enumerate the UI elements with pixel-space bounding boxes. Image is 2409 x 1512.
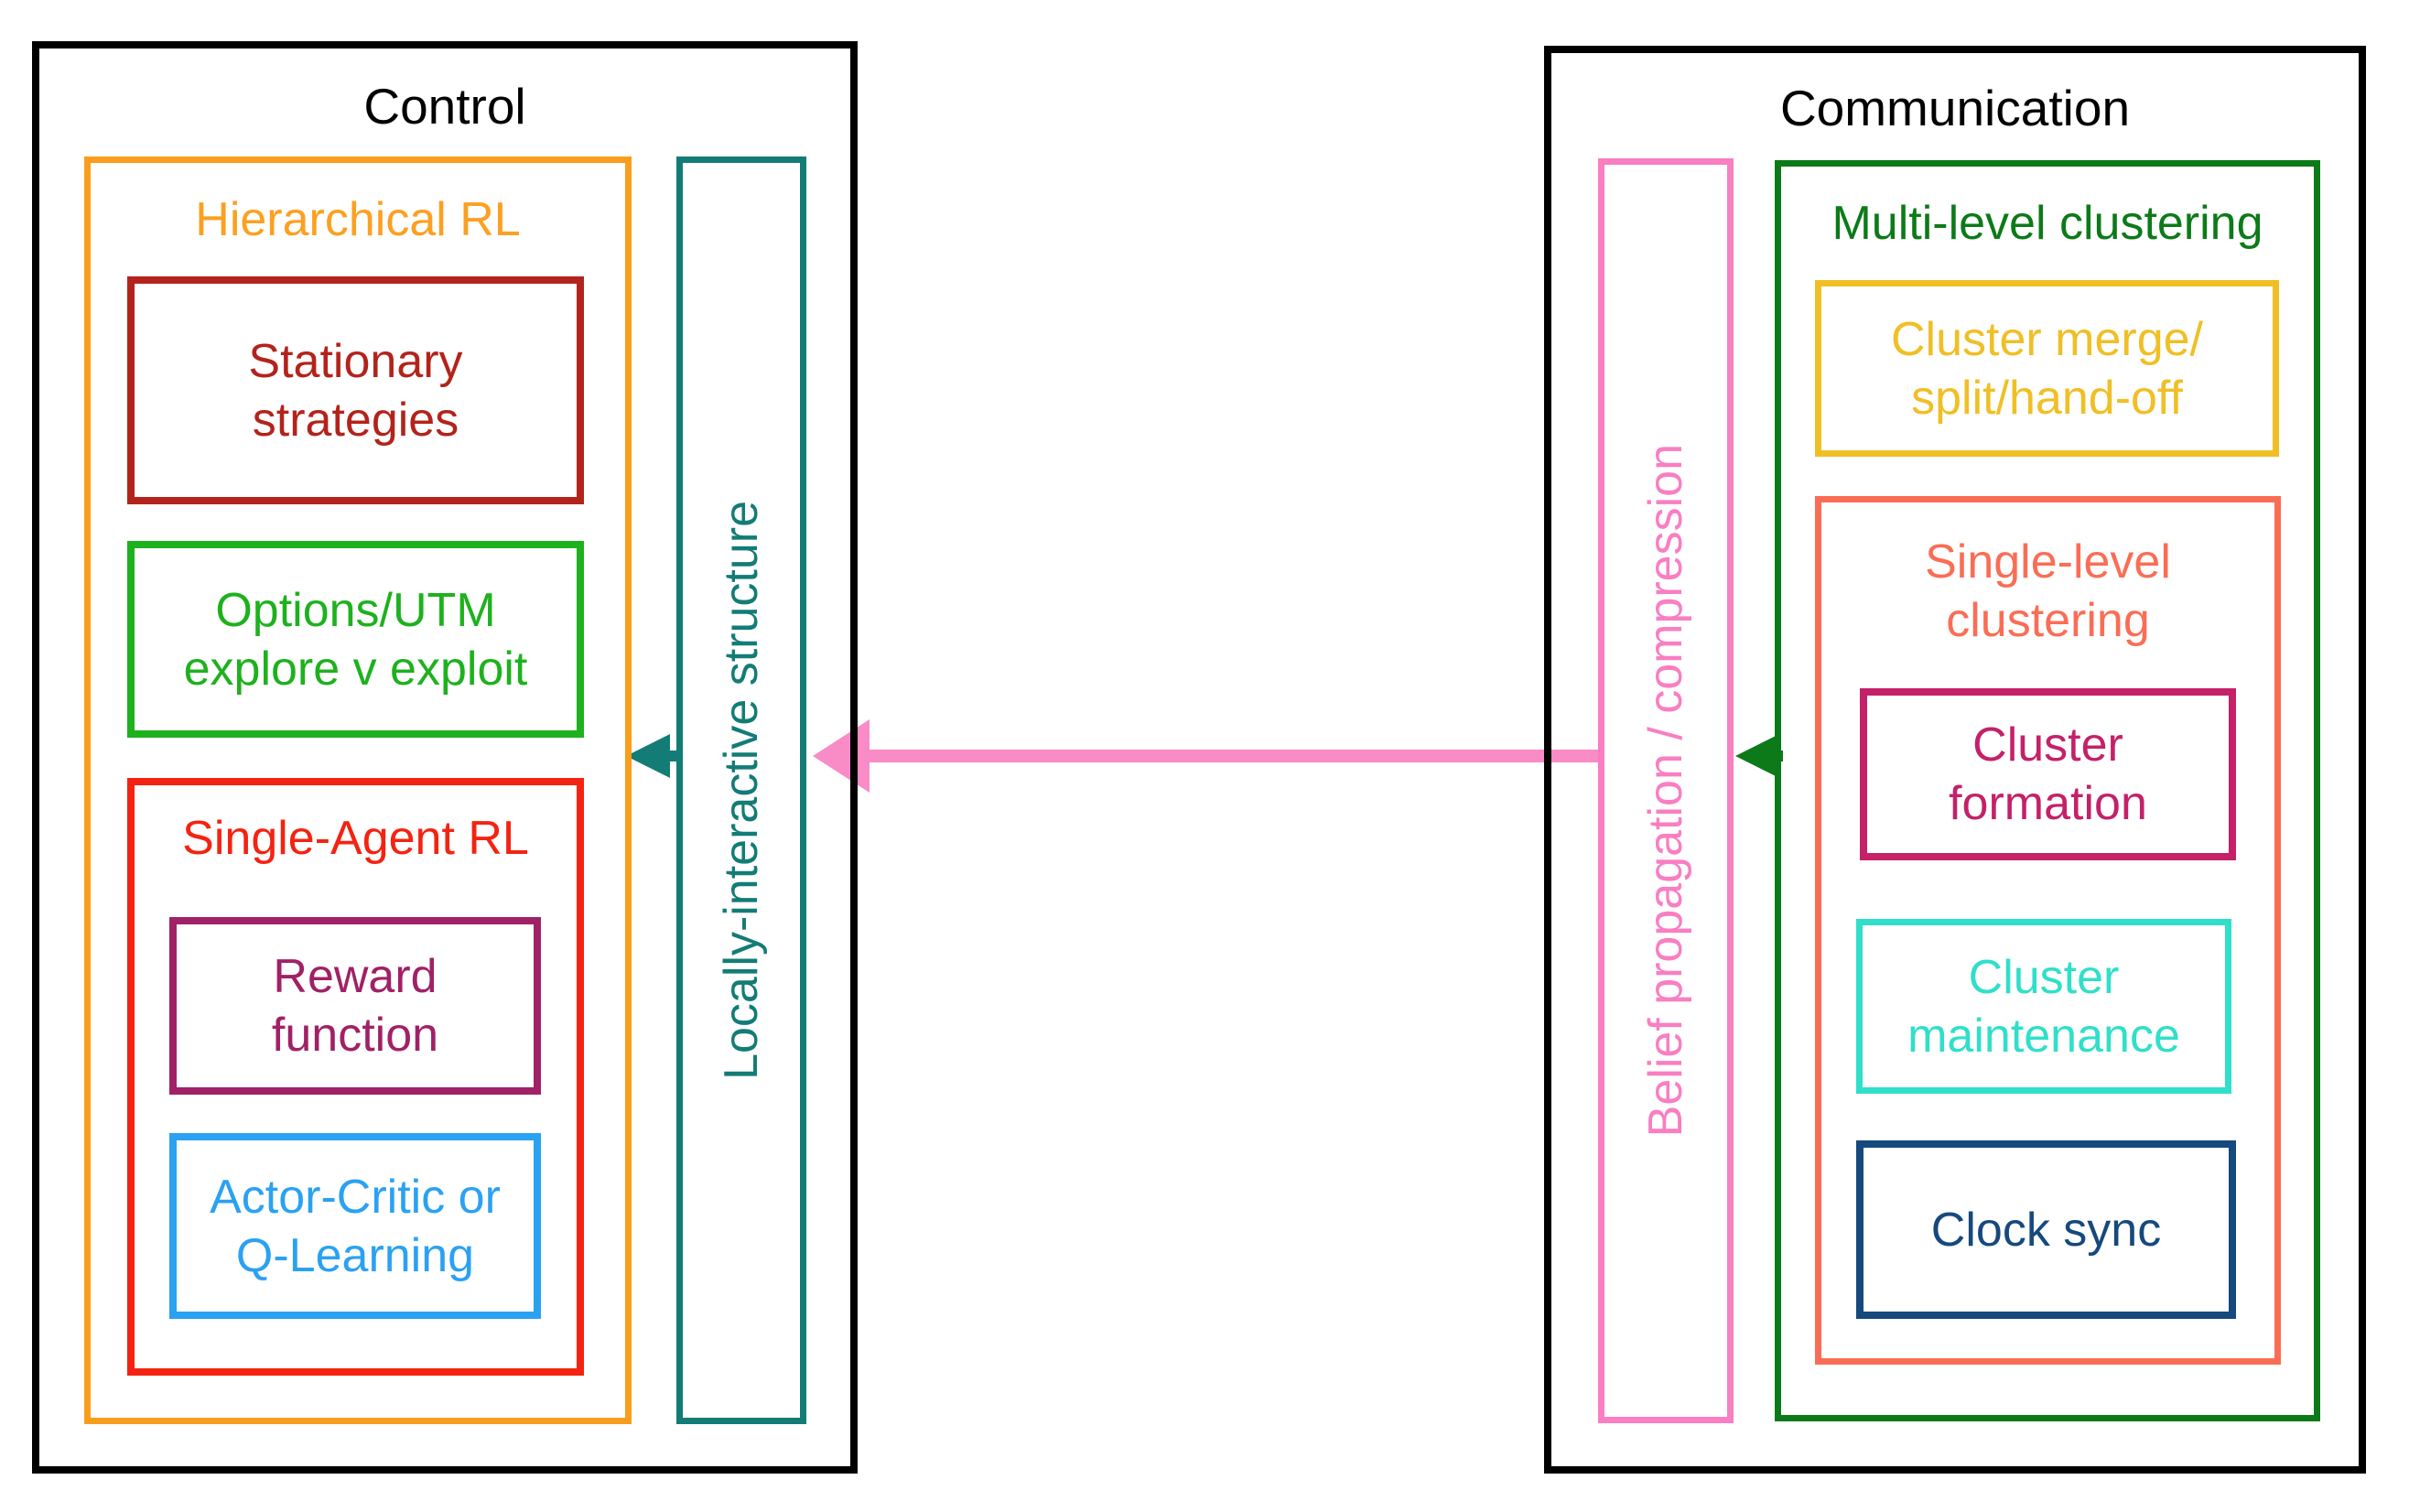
stationary-strategies-line1: Stationary: [248, 334, 463, 388]
options-utm-line1: Options/UTM: [215, 583, 496, 637]
cluster-merge-box: Cluster merge/ split/hand-off: [1815, 280, 2279, 457]
clock-sync-box: Clock sync: [1856, 1140, 2236, 1319]
multi-level-clustering-box: [1775, 160, 2320, 1421]
cluster-formation-line1: Cluster: [1972, 718, 2123, 772]
cluster-maintenance-box: Cluster maintenance: [1856, 919, 2231, 1094]
single-level-clustering-box: [1815, 496, 2281, 1365]
single-level-line1: Single-level: [1925, 535, 2171, 589]
belief-propagation-box: Belief propagation / compression: [1598, 158, 1734, 1423]
control-panel: [32, 41, 858, 1474]
reward-function-box: Reward function: [169, 917, 541, 1095]
stationary-strategies-box: Stationary strategies: [127, 276, 584, 504]
single-agent-rl-box: [127, 778, 584, 1376]
locally-interactive-label: Locally-interactive structure: [715, 501, 768, 1080]
single-level-clustering-title: Single-level clustering: [1815, 533, 2281, 650]
cluster-merge-line2: split/hand-off: [1911, 371, 2183, 425]
communication-panel: [1544, 46, 2366, 1474]
control-title: Control: [363, 78, 526, 135]
green-arrow-left-icon: [1735, 735, 1777, 777]
actor-critic-box: Actor-Critic or Q-Learning: [169, 1133, 541, 1319]
actor-critic-line2: Q-Learning: [235, 1228, 475, 1282]
belief-propagation-label: Belief propagation / compression: [1639, 444, 1692, 1138]
cluster-formation-line2: formation: [1949, 777, 2147, 830]
communication-title: Communication: [1779, 80, 2131, 136]
reward-function-line1: Reward: [273, 950, 438, 1003]
hierarchical-rl-box: [84, 157, 632, 1424]
single-level-line2: clustering: [1946, 594, 2150, 647]
pink-arrow-shaft: [860, 750, 1600, 762]
reward-function-line2: function: [271, 1009, 439, 1062]
multi-level-clustering-title: Multi-level clustering: [1831, 197, 2263, 250]
locally-interactive-box: Locally-interactive structure: [676, 157, 806, 1424]
options-utm-box: Options/UTM explore v exploit: [127, 541, 584, 738]
teal-arrow-left-icon: [626, 734, 670, 778]
options-utm-line2: explore v exploit: [183, 642, 528, 696]
actor-critic-line1: Actor-Critic or: [210, 1170, 501, 1224]
cluster-maintenance-line2: maintenance: [1907, 1009, 2180, 1063]
hierarchical-rl-title: Hierarchical RL: [195, 193, 521, 246]
cluster-merge-line1: Cluster merge/: [1891, 312, 2203, 366]
single-agent-rl-title: Single-Agent RL: [182, 812, 529, 865]
clock-sync-label: Clock sync: [1930, 1203, 2162, 1257]
pink-arrow-left-icon: [813, 719, 870, 793]
cluster-maintenance-line1: Cluster: [1968, 950, 2120, 1004]
stationary-strategies-line2: strategies: [252, 393, 459, 447]
cluster-formation-box: Cluster formation: [1860, 688, 2236, 860]
